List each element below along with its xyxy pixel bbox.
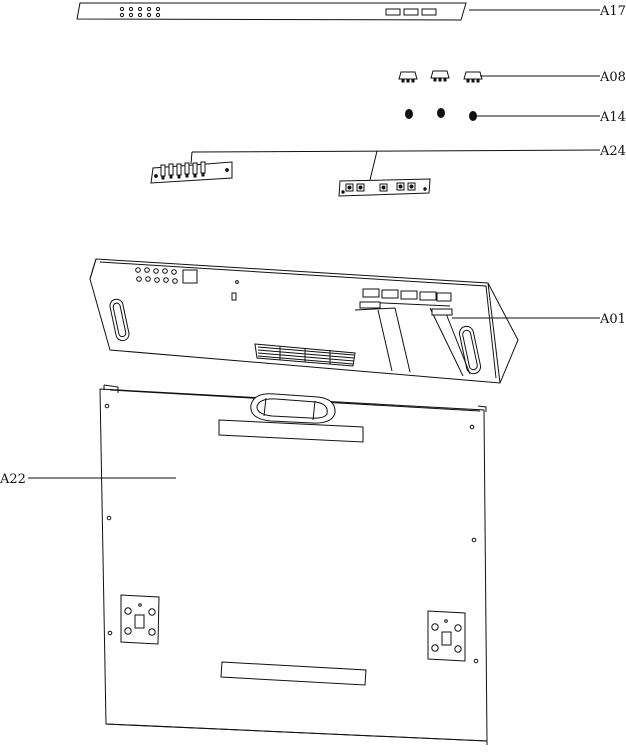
part-a24-boards — [150, 161, 431, 197]
part-labels: A17 A08 A14 A24 A01 A22 — [0, 4, 626, 487]
label-a22: A22 — [0, 472, 26, 487]
label-a17: A17 — [599, 4, 626, 19]
label-a14: A14 — [599, 110, 626, 125]
label-a01: A01 — [599, 312, 626, 327]
label-a24: A24 — [599, 144, 626, 159]
part-a17-control-strip — [76, 2, 467, 21]
part-a08-switches — [398, 70, 483, 83]
label-a08: A08 — [599, 70, 626, 85]
leader-lines — [28, 9, 601, 479]
part-a22-door-panel — [99, 384, 488, 745]
part-a14-knobs — [405, 108, 477, 121]
part-a01-housing — [89, 258, 519, 384]
